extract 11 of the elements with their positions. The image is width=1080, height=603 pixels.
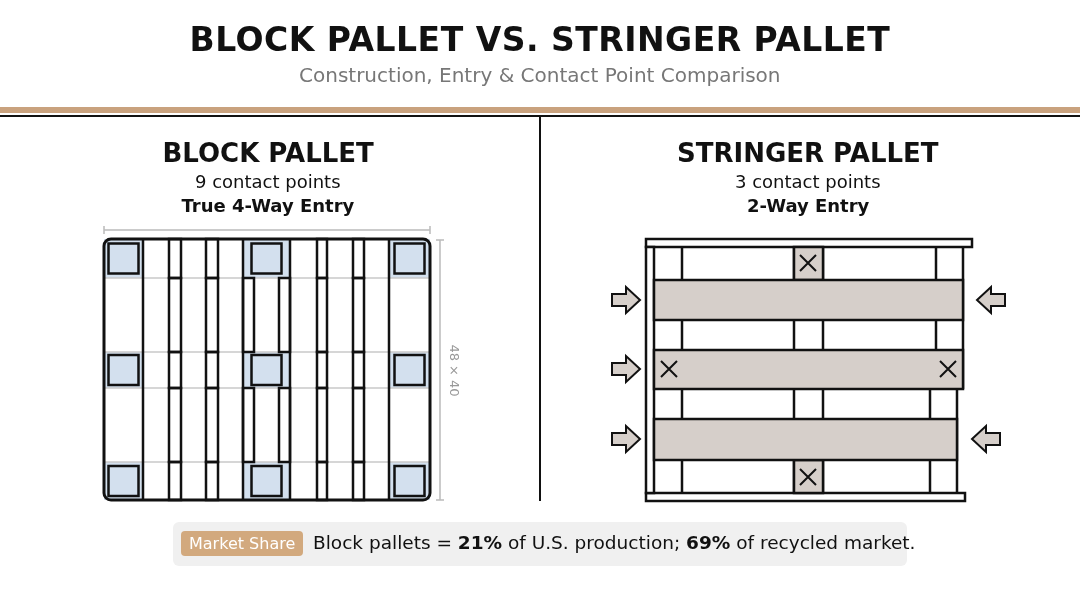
contact-count: 9 contact points xyxy=(195,171,341,192)
entry-type: 2-Way Entry xyxy=(747,195,870,216)
dimension-label: 48 × 40 xyxy=(446,343,462,397)
page-title: BLOCK PALLET VS. STRINGER PALLET xyxy=(189,20,891,59)
section-heading: BLOCK PALLET xyxy=(162,138,374,168)
contact-count: 3 contact points xyxy=(735,171,881,192)
section-heading: STRINGER PALLET xyxy=(677,138,939,168)
subtitle: Construction, Entry & Contact Point Comparison xyxy=(299,63,781,87)
entry-type: True 4-Way Entry xyxy=(181,195,355,216)
category-badge: Market Share xyxy=(181,531,304,556)
info-note: Block pallets = 21% of U.S. production; 69% of recycled market. xyxy=(313,532,916,553)
